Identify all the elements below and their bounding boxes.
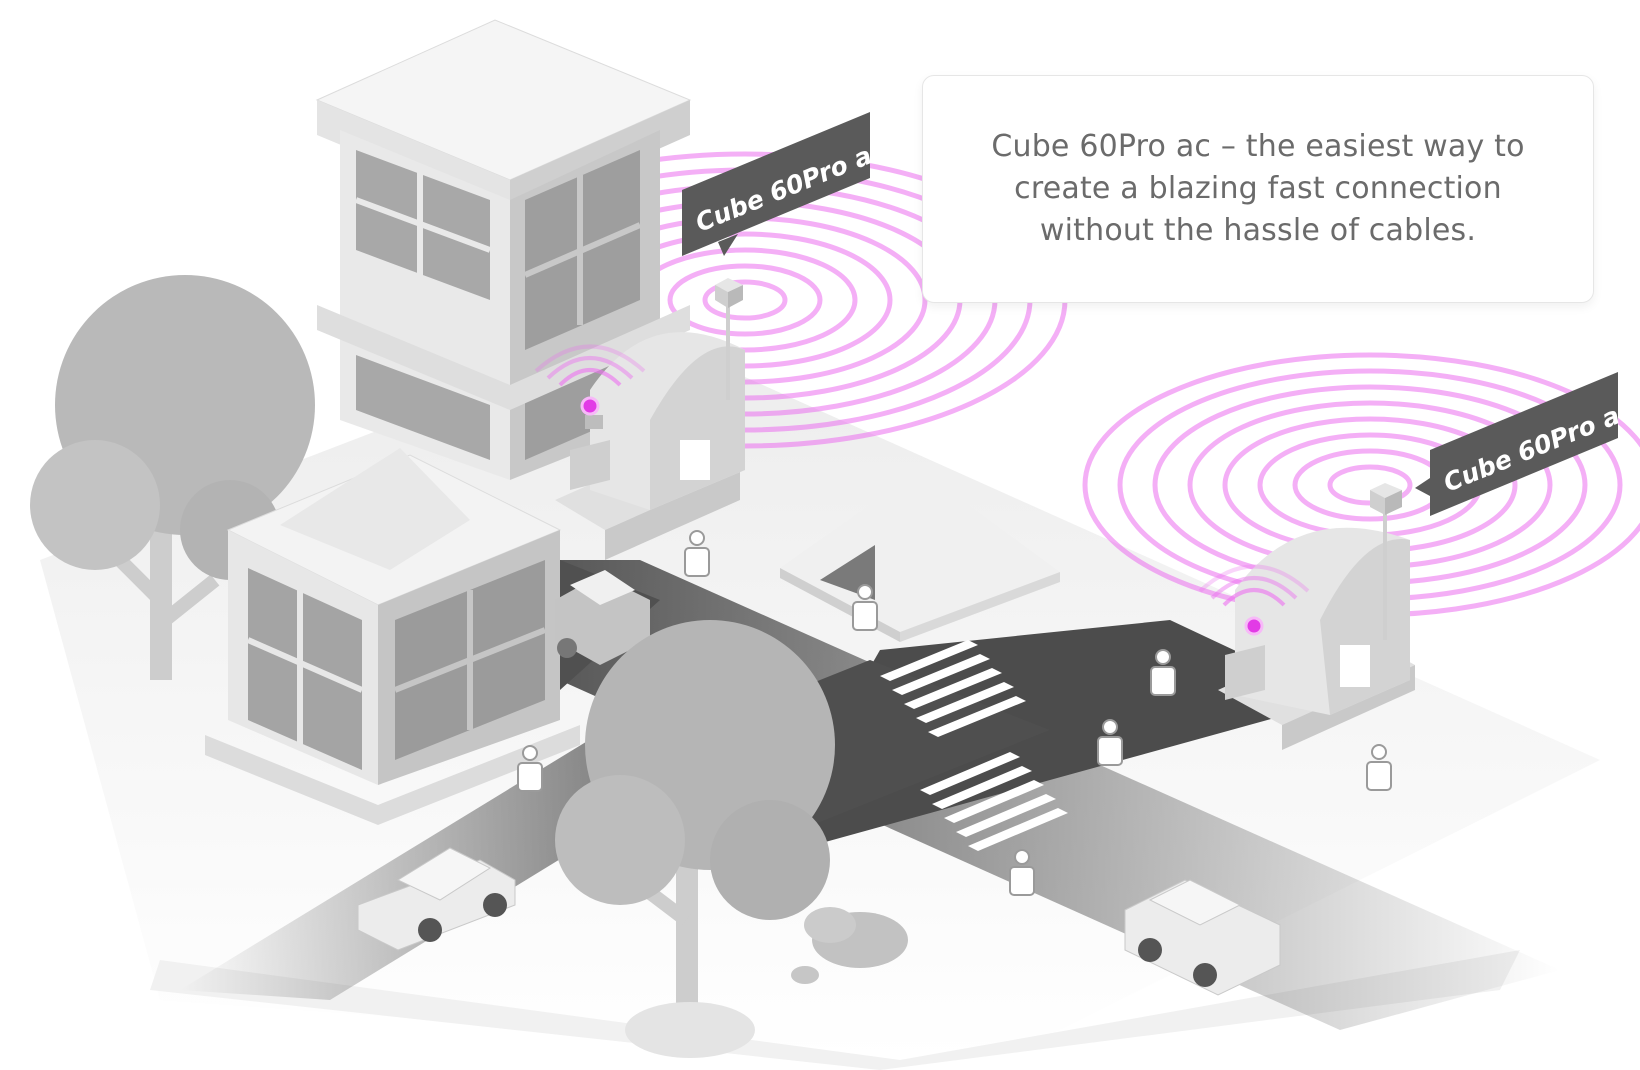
crosswalk xyxy=(880,640,1068,851)
description-callout: Cube 60Pro ac – the easiest way to creat… xyxy=(922,75,1594,303)
pedestrian-2 xyxy=(852,584,878,631)
description-text: Cube 60Pro ac – the easiest way to creat… xyxy=(991,129,1525,248)
pedestrian-3 xyxy=(517,745,543,792)
car-upper xyxy=(555,570,650,665)
car-lower-right xyxy=(1124,879,1281,996)
kiosk-right xyxy=(1218,527,1415,750)
pedestrian-6 xyxy=(1009,849,1035,896)
pedestrian-1 xyxy=(684,530,710,577)
signal-dot-right xyxy=(1244,616,1264,636)
front-building xyxy=(205,448,580,825)
pedestrian-4 xyxy=(1150,649,1176,696)
tree-center xyxy=(555,620,835,1058)
car-lower-left xyxy=(357,847,516,951)
rocks xyxy=(791,907,908,984)
router-left xyxy=(534,278,743,416)
pedestrians xyxy=(517,530,1392,896)
signal-dot-left xyxy=(580,396,600,416)
router-right xyxy=(1198,483,1402,640)
pedestrian-5 xyxy=(1097,719,1123,766)
kiosk-left xyxy=(555,332,745,560)
pedestrian-7 xyxy=(1366,744,1392,791)
tree-left xyxy=(30,275,315,680)
